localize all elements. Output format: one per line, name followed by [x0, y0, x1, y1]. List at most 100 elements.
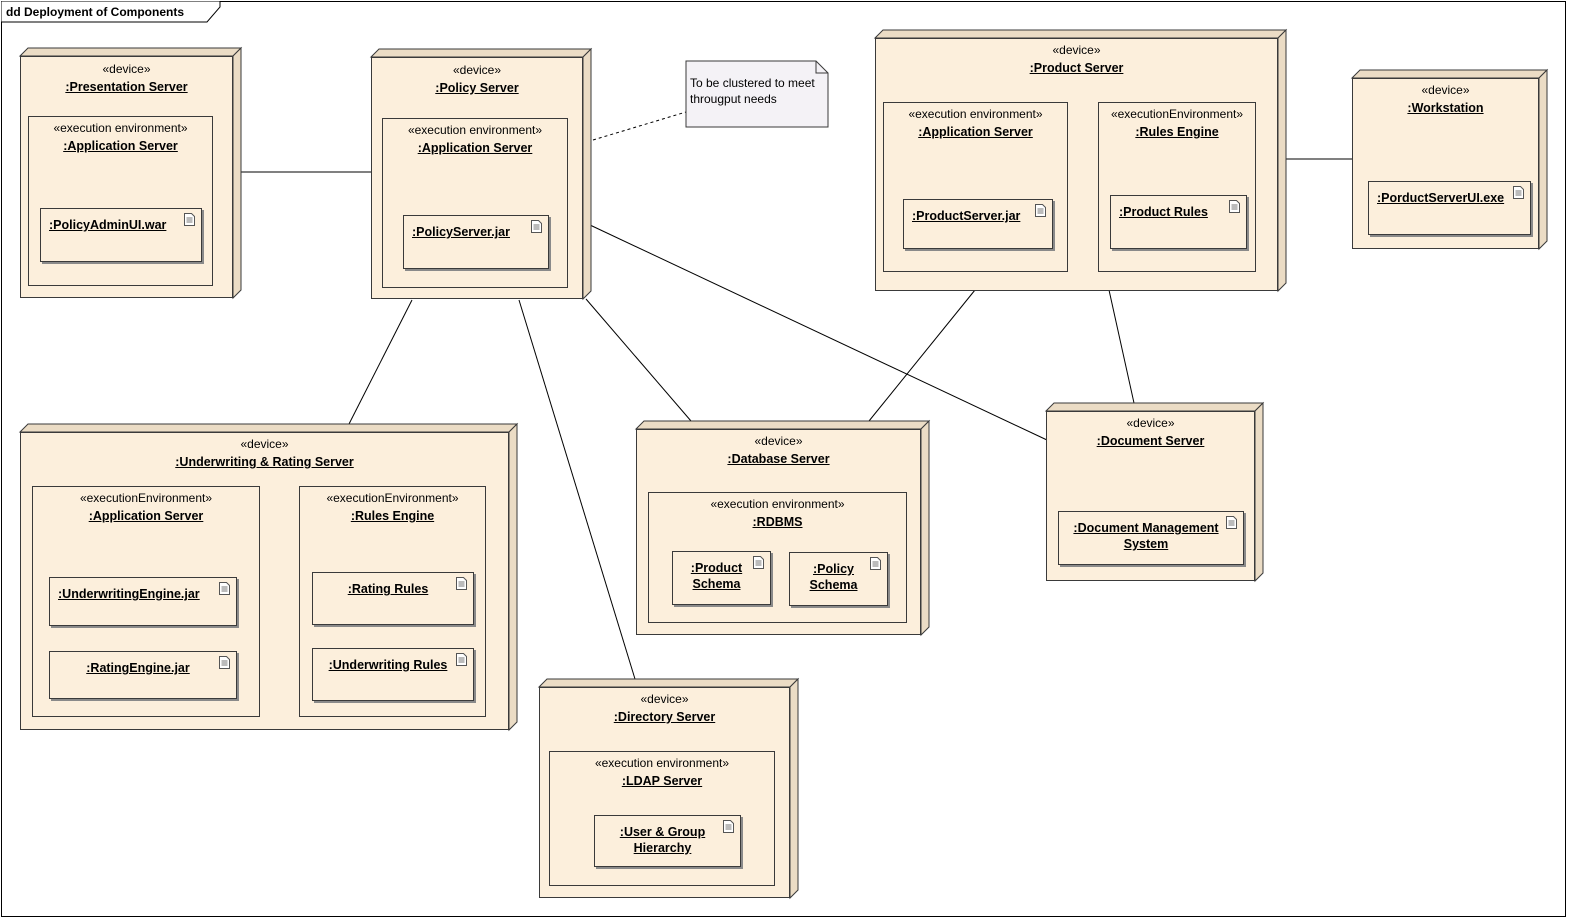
link-policy-directory	[518, 299, 636, 680]
env-title: :Application Server	[88, 509, 204, 523]
node-depth-side	[789, 677, 799, 900]
artifact-label: :Document Management System	[1073, 521, 1219, 551]
artifact-rating-rules[interactable]: :Rating Rules	[312, 572, 474, 625]
artifact-productserver-jar[interactable]: :ProductServer.jar	[903, 199, 1053, 249]
artifact-label: :RatingEngine.jar	[86, 661, 190, 675]
link-policy-database	[585, 298, 692, 422]
env-title: :LDAP Server	[621, 774, 703, 788]
device-title: :Directory Server	[613, 710, 716, 724]
node-depth-side	[232, 46, 242, 300]
artifact-label: :Product Rules	[1119, 205, 1208, 219]
artifact-label: :Policy Schema	[809, 562, 858, 592]
device-stereotype: «device»	[640, 692, 689, 706]
document-icon	[219, 582, 230, 595]
node-depth-top	[369, 48, 593, 58]
node-depth-side	[1538, 68, 1548, 251]
artifact-underwriting-rules[interactable]: :Underwriting Rules	[312, 648, 474, 701]
device-stereotype: «device»	[1421, 83, 1470, 97]
node-depth-side	[920, 419, 930, 637]
device-title: :Database Server	[727, 452, 830, 466]
artifact-label: :User & Group Hierarchy	[619, 825, 706, 855]
artifact-policyserver-jar[interactable]: :PolicyServer.jar	[403, 215, 549, 269]
device-title: :Product Server	[1029, 61, 1124, 75]
document-icon	[456, 653, 467, 666]
frame-title: dd Deployment of Components	[6, 5, 184, 19]
device-title: :Workstation	[1407, 101, 1484, 115]
artifact-label: :PolicyServer.jar	[412, 225, 510, 239]
artifact-label: :PolicyAdminUI.war	[49, 218, 167, 232]
node-depth-side	[1277, 28, 1287, 293]
document-icon	[456, 577, 467, 590]
artifact-label: :PorductServerUI.exe	[1377, 191, 1505, 205]
node-depth-side	[508, 422, 518, 732]
link-product-document	[1108, 289, 1135, 404]
link-product-database	[868, 289, 976, 422]
artifact-user-group-hierarchy[interactable]: :User & Group Hierarchy	[594, 815, 741, 867]
node-depth-side	[1254, 401, 1264, 583]
env-title: :Rules Engine	[1135, 125, 1219, 139]
artifact-label: :UnderwritingEngine.jar	[58, 587, 200, 601]
env-title: :Application Server	[417, 141, 533, 155]
document-icon	[723, 820, 734, 833]
note-shape	[685, 60, 829, 128]
env-title: :Application Server	[918, 125, 1033, 139]
artifact-product-rules[interactable]: :Product Rules	[1110, 195, 1247, 249]
document-icon	[1035, 204, 1046, 217]
artifact-product-schema[interactable]: :Product Schema	[672, 551, 771, 605]
device-title: :Document Server	[1096, 434, 1205, 448]
document-icon	[1229, 200, 1240, 213]
node-depth-top	[18, 47, 243, 57]
note-clustering: To be clustered to meet througput needs	[686, 61, 828, 127]
document-icon	[753, 556, 764, 569]
document-icon	[531, 220, 542, 233]
device-stereotype: «device»	[240, 437, 289, 451]
device-title: :Policy Server	[435, 81, 519, 95]
artifact-policy-schema[interactable]: :Policy Schema	[789, 552, 888, 606]
env-stereotype: «execution environment»	[594, 756, 730, 770]
document-icon	[184, 213, 195, 226]
artifact-label: :Product Schema	[690, 561, 743, 591]
env-title: :RDBMS	[752, 515, 803, 529]
document-icon	[219, 656, 230, 669]
env-title: :Application Server	[63, 139, 178, 153]
node-depth-side	[582, 47, 592, 301]
env-stereotype: «execution environment»	[908, 107, 1043, 121]
note-link	[592, 111, 687, 141]
artifact-underwritingengine-jar[interactable]: :UnderwritingEngine.jar	[49, 577, 237, 626]
node-depth-top	[634, 420, 931, 430]
env-stereotype: «execution environment»	[407, 123, 543, 137]
device-stereotype: «device»	[102, 62, 151, 76]
node-depth-top	[873, 29, 1288, 39]
env-stereotype: «executionEnvironment»	[79, 491, 213, 505]
link-policy-document	[589, 224, 1048, 441]
env-stereotype: «execution environment»	[53, 121, 188, 135]
document-icon	[870, 557, 881, 570]
artifact-document-management-system[interactable]: :Document Management System	[1058, 511, 1244, 565]
device-title: :Presentation Server	[65, 80, 188, 94]
env-stereotype: «executionEnvironment»	[1110, 107, 1244, 121]
device-stereotype: «device»	[1126, 416, 1175, 430]
node-depth-top	[1044, 402, 1265, 412]
note-text: To be clustered to meet througput needs	[690, 76, 815, 106]
env-stereotype: «executionEnvironment»	[326, 491, 459, 505]
node-depth-top	[18, 423, 519, 433]
device-stereotype: «device»	[452, 63, 502, 77]
artifact-policyadminui-war[interactable]: :PolicyAdminUI.war	[40, 208, 202, 262]
device-title: :Underwriting & Rating Server	[175, 455, 354, 469]
env-stereotype: «execution environment»	[710, 497, 845, 511]
artifact-label: :ProductServer.jar	[912, 209, 1021, 223]
document-icon	[1513, 186, 1524, 199]
device-stereotype: «device»	[754, 434, 803, 448]
env-title: :Rules Engine	[350, 509, 435, 523]
artifact-label: :Underwriting Rules	[328, 658, 448, 672]
artifact-porductserverui-exe[interactable]: :PorductServerUI.exe	[1368, 181, 1531, 235]
artifact-label: :Rating Rules	[347, 582, 429, 596]
link-policy-underwriting	[348, 299, 413, 425]
node-depth-top	[1350, 69, 1549, 79]
artifact-ratingengine-jar[interactable]: :RatingEngine.jar	[49, 651, 237, 699]
document-icon	[1226, 516, 1237, 529]
frame-title-tab	[1, 1, 221, 23]
node-depth-top	[537, 678, 800, 688]
device-stereotype: «device»	[1052, 43, 1101, 57]
